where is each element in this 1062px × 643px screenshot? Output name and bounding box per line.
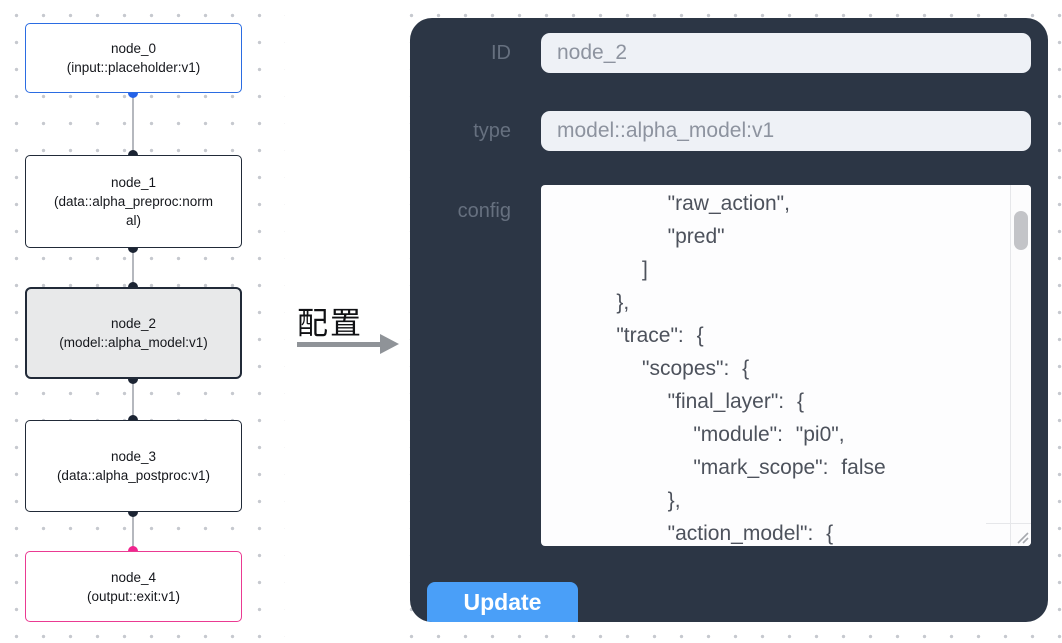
scrollbar-corner bbox=[986, 523, 1031, 546]
config-textarea[interactable]: "raw_action", "pred" ] }, "trace": { "sc… bbox=[541, 185, 1031, 546]
scrollbar-thumb[interactable] bbox=[1014, 211, 1028, 250]
node-subtitle: (data::alpha_preproc:normal) bbox=[53, 194, 214, 228]
node-subtitle: (output::exit:v1) bbox=[86, 588, 181, 604]
flow-node-node_3[interactable]: node_3 (data::alpha_postproc:v1) bbox=[25, 420, 242, 512]
flow-node-node_0[interactable]: node_0 (input::placeholder:v1) bbox=[25, 23, 242, 93]
config-label: config bbox=[457, 200, 511, 222]
port-dot-node0-out[interactable] bbox=[128, 88, 138, 98]
transition-label: 配置 bbox=[297, 306, 363, 341]
node-title: node_4 bbox=[110, 569, 157, 585]
type-label: type bbox=[473, 120, 511, 142]
port-dot-node1-out[interactable] bbox=[128, 243, 138, 253]
node-subtitle: (model::alpha_model:v1) bbox=[59, 335, 208, 350]
node-title: node_0 bbox=[110, 41, 157, 56]
id-label: ID bbox=[491, 42, 511, 64]
type-input[interactable] bbox=[541, 111, 1031, 151]
edge-node1-node2[interactable] bbox=[132, 248, 134, 287]
flow-node-node_2-selected[interactable]: node_2 (model::alpha_model:v1) bbox=[25, 287, 242, 379]
id-input[interactable] bbox=[541, 33, 1031, 73]
node-title: node_2 bbox=[110, 316, 157, 331]
node-subtitle: (data::alpha_postproc:v1) bbox=[56, 468, 211, 483]
flow-node-node_4[interactable]: node_4 (output::exit:v1) bbox=[25, 551, 242, 622]
node-subtitle: (input::placeholder:v1) bbox=[66, 60, 201, 75]
node-title: node_1 bbox=[110, 175, 157, 190]
update-button[interactable]: Update bbox=[427, 582, 578, 622]
port-dot-node2-out[interactable] bbox=[128, 374, 138, 384]
port-dot-node3-out[interactable] bbox=[128, 507, 138, 517]
resize-handle-icon[interactable] bbox=[1013, 528, 1029, 544]
node-title: node_3 bbox=[110, 449, 157, 464]
edge-node0-node1[interactable] bbox=[132, 93, 134, 155]
arrow-right-icon bbox=[297, 334, 401, 355]
edge-node2-node3[interactable] bbox=[132, 379, 134, 420]
config-scrollbar[interactable] bbox=[1010, 185, 1031, 546]
edge-node3-node4[interactable] bbox=[132, 512, 134, 551]
config-json-text[interactable]: "raw_action", "pred" ] }, "trace": { "sc… bbox=[616, 192, 886, 545]
flow-canvas[interactable]: node_0 (input::placeholder:v1) node_1 (d… bbox=[0, 0, 285, 643]
config-panel: ID type config "raw_action", "pred" ] },… bbox=[410, 18, 1048, 622]
flow-node-node_1[interactable]: node_1 (data::alpha_preproc:normal) bbox=[25, 155, 242, 248]
